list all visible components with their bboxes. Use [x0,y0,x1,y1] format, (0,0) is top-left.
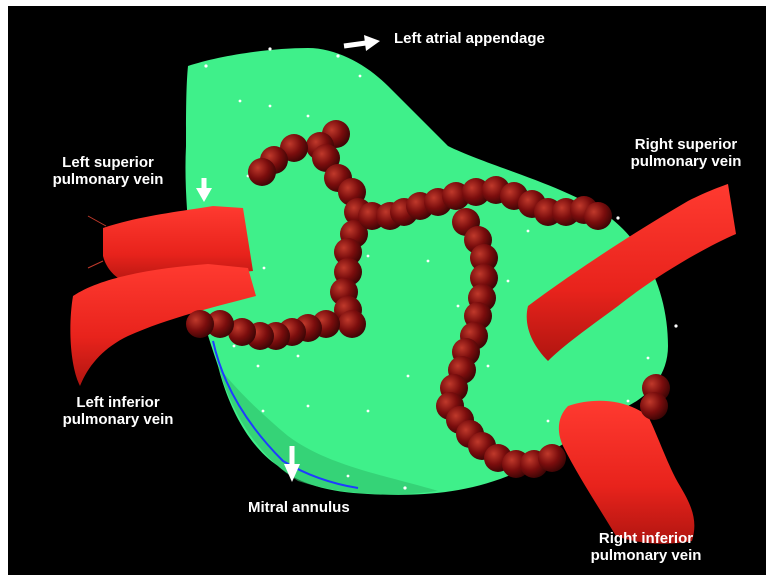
ablation-lesion-sphere [186,310,214,338]
label-mitral-annulus: Mitral annulus [248,499,350,516]
label-left-inferior-pulmonary-vein: Left inferior pulmonary vein [48,394,188,428]
ablation-lesion-sphere [584,202,612,230]
ablation-lesion-sphere [248,158,276,186]
label-right-inferior-pulmonary-vein: Right inferior pulmonary vein [576,530,716,564]
render-canvas: Left atrial appendage Left superior pulm… [8,6,766,575]
ablation-lesion-sphere [338,310,366,338]
label-right-superior-pulmonary-vein: Right superior pulmonary vein [616,136,756,170]
label-left-atrial-appendage: Left atrial appendage [394,30,545,47]
label-left-superior-pulmonary-vein: Left superior pulmonary vein [38,154,178,188]
vein-lead-line [88,216,106,226]
ablation-lesion-sphere [538,444,566,472]
left-atrium-3d-map [8,6,766,575]
ablation-lesion-sphere [640,392,668,420]
right-inferior-pulmonary-vein [559,401,694,544]
arrow-left-atrial-appendage [344,35,380,51]
vein-lead-line [88,261,103,268]
